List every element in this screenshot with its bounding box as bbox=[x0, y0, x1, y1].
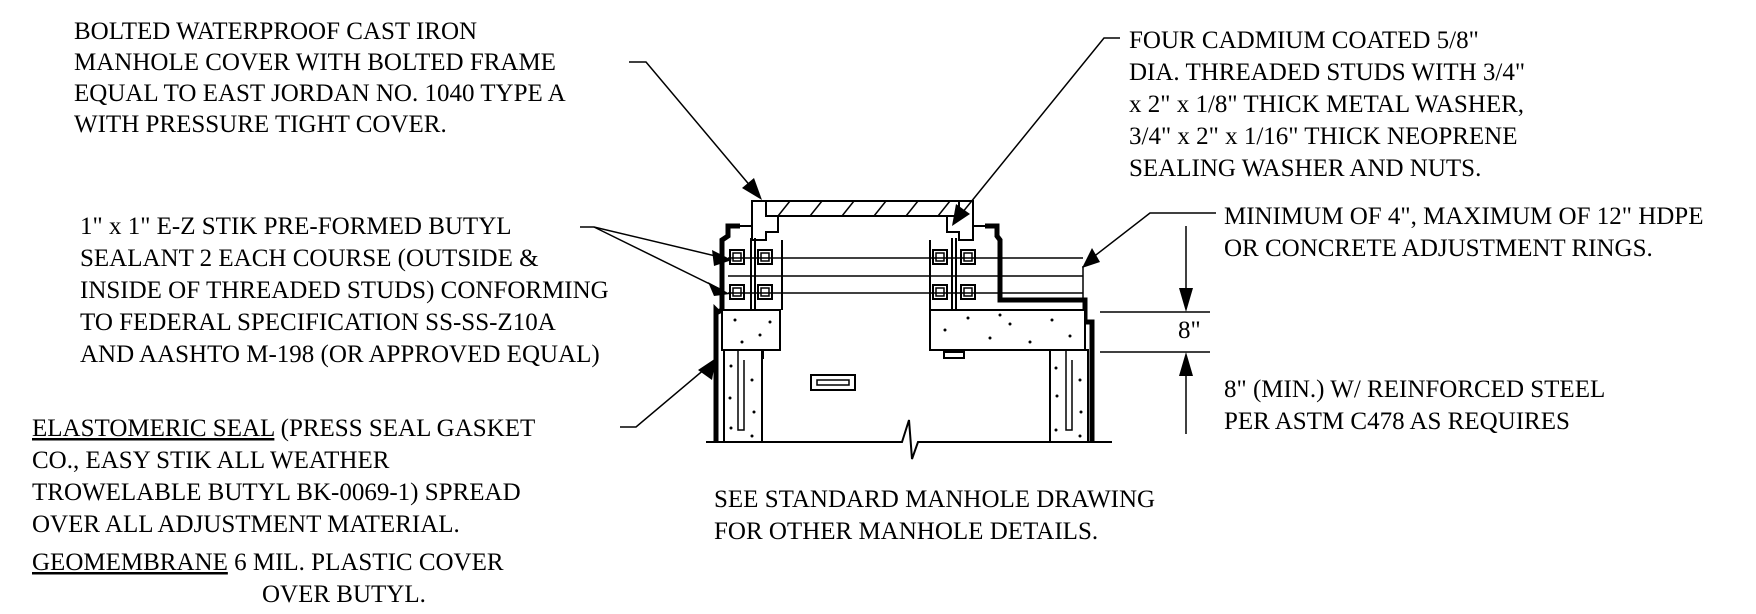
note-studs-line-5: SEALING WASHER AND NUTS. bbox=[1129, 155, 1481, 182]
top-slab bbox=[721, 309, 1086, 351]
note-seal-line-4: OVER ALL ADJUSTMENT MATERIAL. bbox=[32, 511, 460, 538]
note-reference-line-1: SEE STANDARD MANHOLE DRAWING bbox=[714, 486, 1155, 513]
manhole-frame-right bbox=[946, 200, 985, 241]
note-seal-line-1: ELASTOMERIC SEAL (PRESS SEAL GASKET bbox=[32, 415, 535, 442]
manhole-frame-left bbox=[740, 200, 779, 241]
note-butyl: 1" x 1" E-Z STIK PRE-FORMED BUTYL SEALAN… bbox=[80, 213, 609, 368]
note-studs-line-3: x 2" x 1/8" THICK METAL WASHER, bbox=[1129, 91, 1524, 118]
note-studs: FOUR CADMIUM COATED 5/8" DIA. THREADED S… bbox=[1129, 27, 1525, 182]
note-cover-line-2: MANHOLE COVER WITH BOLTED FRAME bbox=[74, 49, 556, 76]
note-geomembrane-line-2: OVER BUTYL. bbox=[262, 581, 426, 608]
note-seal-line-3: TROWELABLE BUTYL BK-0069-1) SPREAD bbox=[32, 479, 521, 506]
manhole-step bbox=[810, 374, 856, 391]
note-rings-line-1: MINIMUM OF 4", MAXIMUM OF 12" HDPE bbox=[1224, 203, 1703, 230]
note-cover-line-3: EQUAL TO EAST JORDAN NO. 1040 TYPE A bbox=[74, 80, 566, 107]
slab-dimension bbox=[1100, 226, 1210, 434]
note-slab-line-1: 8" (MIN.) W/ REINFORCED STEEL bbox=[1224, 376, 1605, 403]
ground-break-line bbox=[706, 419, 1112, 460]
note-rings: MINIMUM OF 4", MAXIMUM OF 12" HDPE OR CO… bbox=[1224, 203, 1703, 262]
note-butyl-line-4: TO FEDERAL SPECIFICATION SS-SS-Z10A bbox=[80, 309, 556, 336]
leader-cover bbox=[629, 61, 762, 200]
note-reference-line-2: FOR OTHER MANHOLE DETAILS. bbox=[714, 518, 1098, 545]
seal-outline-left-lower bbox=[713, 303, 724, 442]
butyl-sealant-left bbox=[729, 249, 773, 300]
seal-outline-left-upper bbox=[719, 223, 740, 310]
note-seal: ELASTOMERIC SEAL (PRESS SEAL GASKET CO.,… bbox=[32, 415, 535, 538]
note-seal-underlined: ELASTOMERIC SEAL bbox=[32, 415, 274, 442]
note-butyl-line-3: INSIDE OF THREADED STUDS) CONFORMING bbox=[80, 277, 609, 304]
note-butyl-line-2: SEALANT 2 EACH COURSE (OUTSIDE & bbox=[80, 245, 539, 272]
note-reference: SEE STANDARD MANHOLE DRAWING FOR OTHER M… bbox=[714, 486, 1155, 545]
note-slab: 8" 8" (MIN.) W/ REINFORCED STEEL PER AST… bbox=[1178, 317, 1605, 435]
seal-outline-right-lower bbox=[1085, 319, 1095, 442]
adjustment-rings bbox=[728, 240, 1083, 310]
manhole-wall-right bbox=[1049, 349, 1089, 443]
leader-seal bbox=[620, 358, 716, 428]
note-slab-line-2: PER ASTM C478 AS REQUIRES bbox=[1224, 408, 1570, 435]
leader-rings bbox=[1082, 212, 1216, 300]
note-geomembrane-underlined: GEOMEMBRANE bbox=[32, 549, 228, 576]
slab-dimension-label: 8" bbox=[1178, 317, 1201, 344]
manhole-cover bbox=[765, 200, 960, 217]
butyl-sealant-right bbox=[932, 249, 976, 300]
note-rings-line-2: OR CONCRETE ADJUSTMENT RINGS. bbox=[1224, 235, 1653, 262]
manhole-wall-left bbox=[723, 349, 763, 443]
note-studs-line-1: FOUR CADMIUM COATED 5/8" bbox=[1129, 27, 1479, 54]
note-seal-line-1-rest: (PRESS SEAL GASKET bbox=[274, 415, 535, 442]
note-butyl-line-5: AND AASHTO M-198 (OR APPROVED EQUAL) bbox=[80, 341, 600, 368]
note-cover: BOLTED WATERPROOF CAST IRON MANHOLE COVE… bbox=[74, 18, 566, 138]
note-studs-line-2: DIA. THREADED STUDS WITH 3/4" bbox=[1129, 59, 1525, 86]
note-cover-line-4: WITH PRESSURE TIGHT COVER. bbox=[74, 111, 447, 138]
note-cover-line-1: BOLTED WATERPROOF CAST IRON bbox=[74, 18, 477, 45]
leader-studs bbox=[952, 37, 1120, 226]
note-seal-line-2: CO., EASY STIK ALL WEATHER bbox=[32, 447, 390, 474]
leader-butyl bbox=[580, 226, 732, 296]
note-studs-line-4: 3/4" x 2" x 1/16" THICK NEOPRENE bbox=[1129, 123, 1518, 150]
note-geomembrane-line-1-rest: 6 MIL. PLASTIC COVER bbox=[228, 549, 504, 576]
manhole-section bbox=[706, 200, 1112, 460]
note-butyl-line-1: 1" x 1" E-Z STIK PRE-FORMED BUTYL bbox=[80, 213, 512, 240]
note-geomembrane-line-1: GEOMEMBRANE 6 MIL. PLASTIC COVER bbox=[32, 549, 504, 576]
note-geomembrane: GEOMEMBRANE 6 MIL. PLASTIC COVER OVER BU… bbox=[32, 549, 504, 608]
seal-outline-right-upper bbox=[985, 223, 1088, 322]
